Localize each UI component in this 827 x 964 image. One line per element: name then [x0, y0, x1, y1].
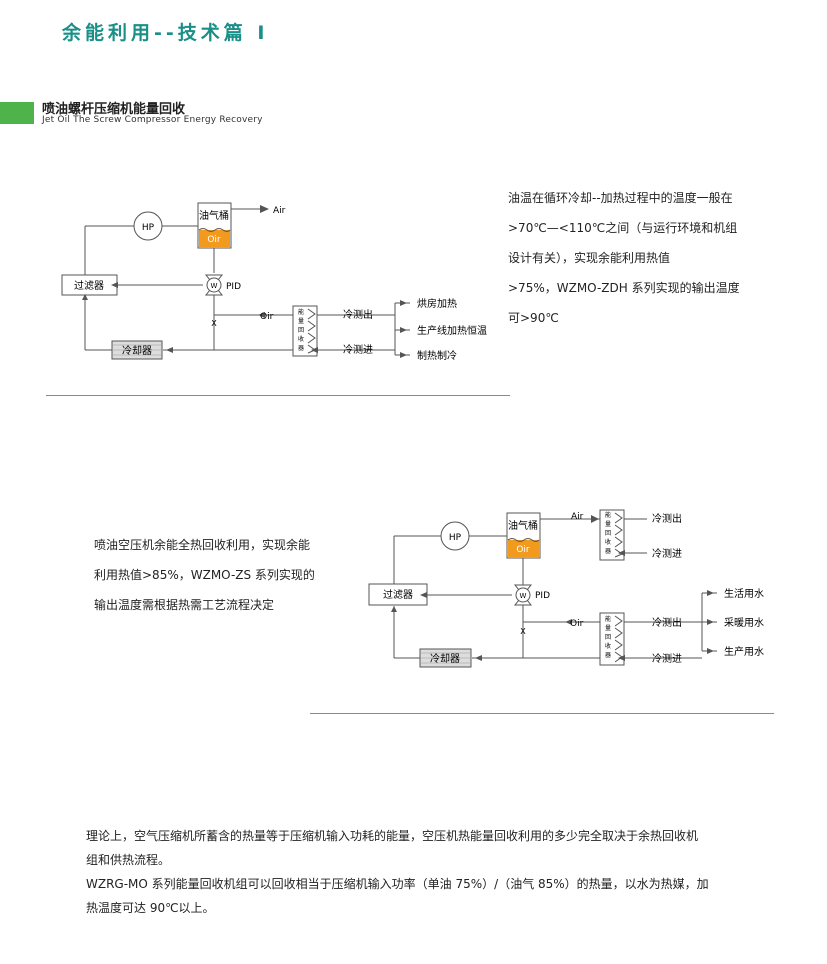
cold-in-label: 冷测进: [343, 343, 373, 356]
tank-label: 油气桶: [508, 519, 538, 532]
air-label: Air: [571, 512, 584, 522]
section-subtitle: Jet Oil The Screw Compressor Energy Reco…: [42, 115, 263, 125]
oil-level: [508, 540, 539, 557]
svg-text:回: 回: [605, 634, 611, 641]
svg-text:收: 收: [605, 538, 611, 546]
x-label: X: [520, 627, 526, 636]
valve-icon: [515, 587, 531, 603]
page-title: 余能利用--技术篇 I: [62, 22, 269, 44]
svg-text:能: 能: [298, 308, 304, 316]
divider-1: [46, 395, 510, 396]
cold-out-top-label: 冷测出: [652, 512, 682, 525]
summary-paragraph: 理论上，空气压缩机所蓄含的热量等于压缩机输入功耗的能量，空压机热能量回收利用的多…: [86, 829, 709, 915]
cooler-label: 冷却器: [122, 344, 152, 357]
svg-text:收: 收: [605, 642, 611, 650]
recovery-label-top: 能 量 回 收 器: [605, 511, 611, 555]
output-label: 生产线加热恒温: [417, 324, 487, 337]
output-label: 烘房加热: [417, 297, 457, 310]
section-title: 喷油螺杆压缩机能量回收: [42, 102, 186, 117]
hp-label: HP: [142, 223, 155, 233]
hp-label: HP: [449, 533, 462, 543]
output-label: 采暖用水: [724, 616, 764, 629]
filter-label: 过滤器: [74, 279, 104, 292]
svg-text:收: 收: [298, 335, 304, 343]
cooler-label: 冷却器: [430, 652, 460, 665]
recovery-unit: [599, 612, 625, 666]
svg-text:能: 能: [605, 615, 611, 623]
svg-text:回: 回: [605, 530, 611, 537]
svg-text:器: 器: [605, 548, 611, 555]
svg-text:器: 器: [298, 345, 304, 352]
svg-text:量: 量: [605, 625, 611, 632]
valve-icon: [206, 277, 222, 293]
recovery-unit: [292, 305, 318, 357]
w-label: W: [520, 592, 527, 600]
diagram-1: HP 油气桶 Oir Air W PID 过滤器 冷却器 X Oir 能 量 回…: [61, 202, 487, 362]
section-marker: [0, 102, 34, 124]
oil-level: [199, 230, 230, 247]
output-label: 生活用水: [724, 587, 764, 600]
cold-out-label: 冷测出: [652, 616, 682, 629]
oir-label: Oir: [516, 545, 530, 555]
air-label: Air: [273, 206, 286, 216]
divider-2: [310, 713, 774, 714]
svg-text:回: 回: [298, 327, 304, 334]
svg-text:量: 量: [605, 521, 611, 528]
recovery-label: 能 量 回 收 器: [298, 308, 304, 352]
oir2-label: Oir: [260, 312, 274, 322]
cold-in-label: 冷测进: [652, 652, 682, 665]
cold-out-label: 冷测出: [343, 308, 373, 321]
filter-label: 过滤器: [383, 588, 413, 601]
oir-label: Oir: [207, 235, 221, 245]
output-label: 生产用水: [724, 645, 764, 658]
diagram-2: HP 油气桶 Oir Air W PID 过滤器 冷却器 X Oir 能 量 回…: [368, 509, 764, 668]
pid-label: PID: [226, 282, 241, 292]
svg-text:器: 器: [605, 652, 611, 659]
x-label: X: [211, 319, 217, 328]
output-label: 制热制冷: [417, 349, 457, 362]
oir2-label: Oir: [570, 619, 584, 629]
svg-text:量: 量: [298, 318, 304, 325]
description-1: 油温在循环冷却--加热过程中的温度一般在 >70℃—<110℃之间（与运行环境和…: [508, 191, 740, 325]
cold-in-top-label: 冷测进: [652, 547, 682, 560]
tank-label: 油气桶: [199, 209, 229, 222]
recovery-unit-top: [599, 509, 625, 561]
description-2: 喷油空压机余能全热回收利用，实现余能 利用热值>85%，WZMO-ZS 系列实现…: [94, 538, 315, 612]
w-label: W: [211, 282, 218, 290]
recovery-label: 能 量 回 收 器: [605, 615, 611, 659]
svg-text:能: 能: [605, 511, 611, 519]
pid-label: PID: [535, 591, 550, 601]
